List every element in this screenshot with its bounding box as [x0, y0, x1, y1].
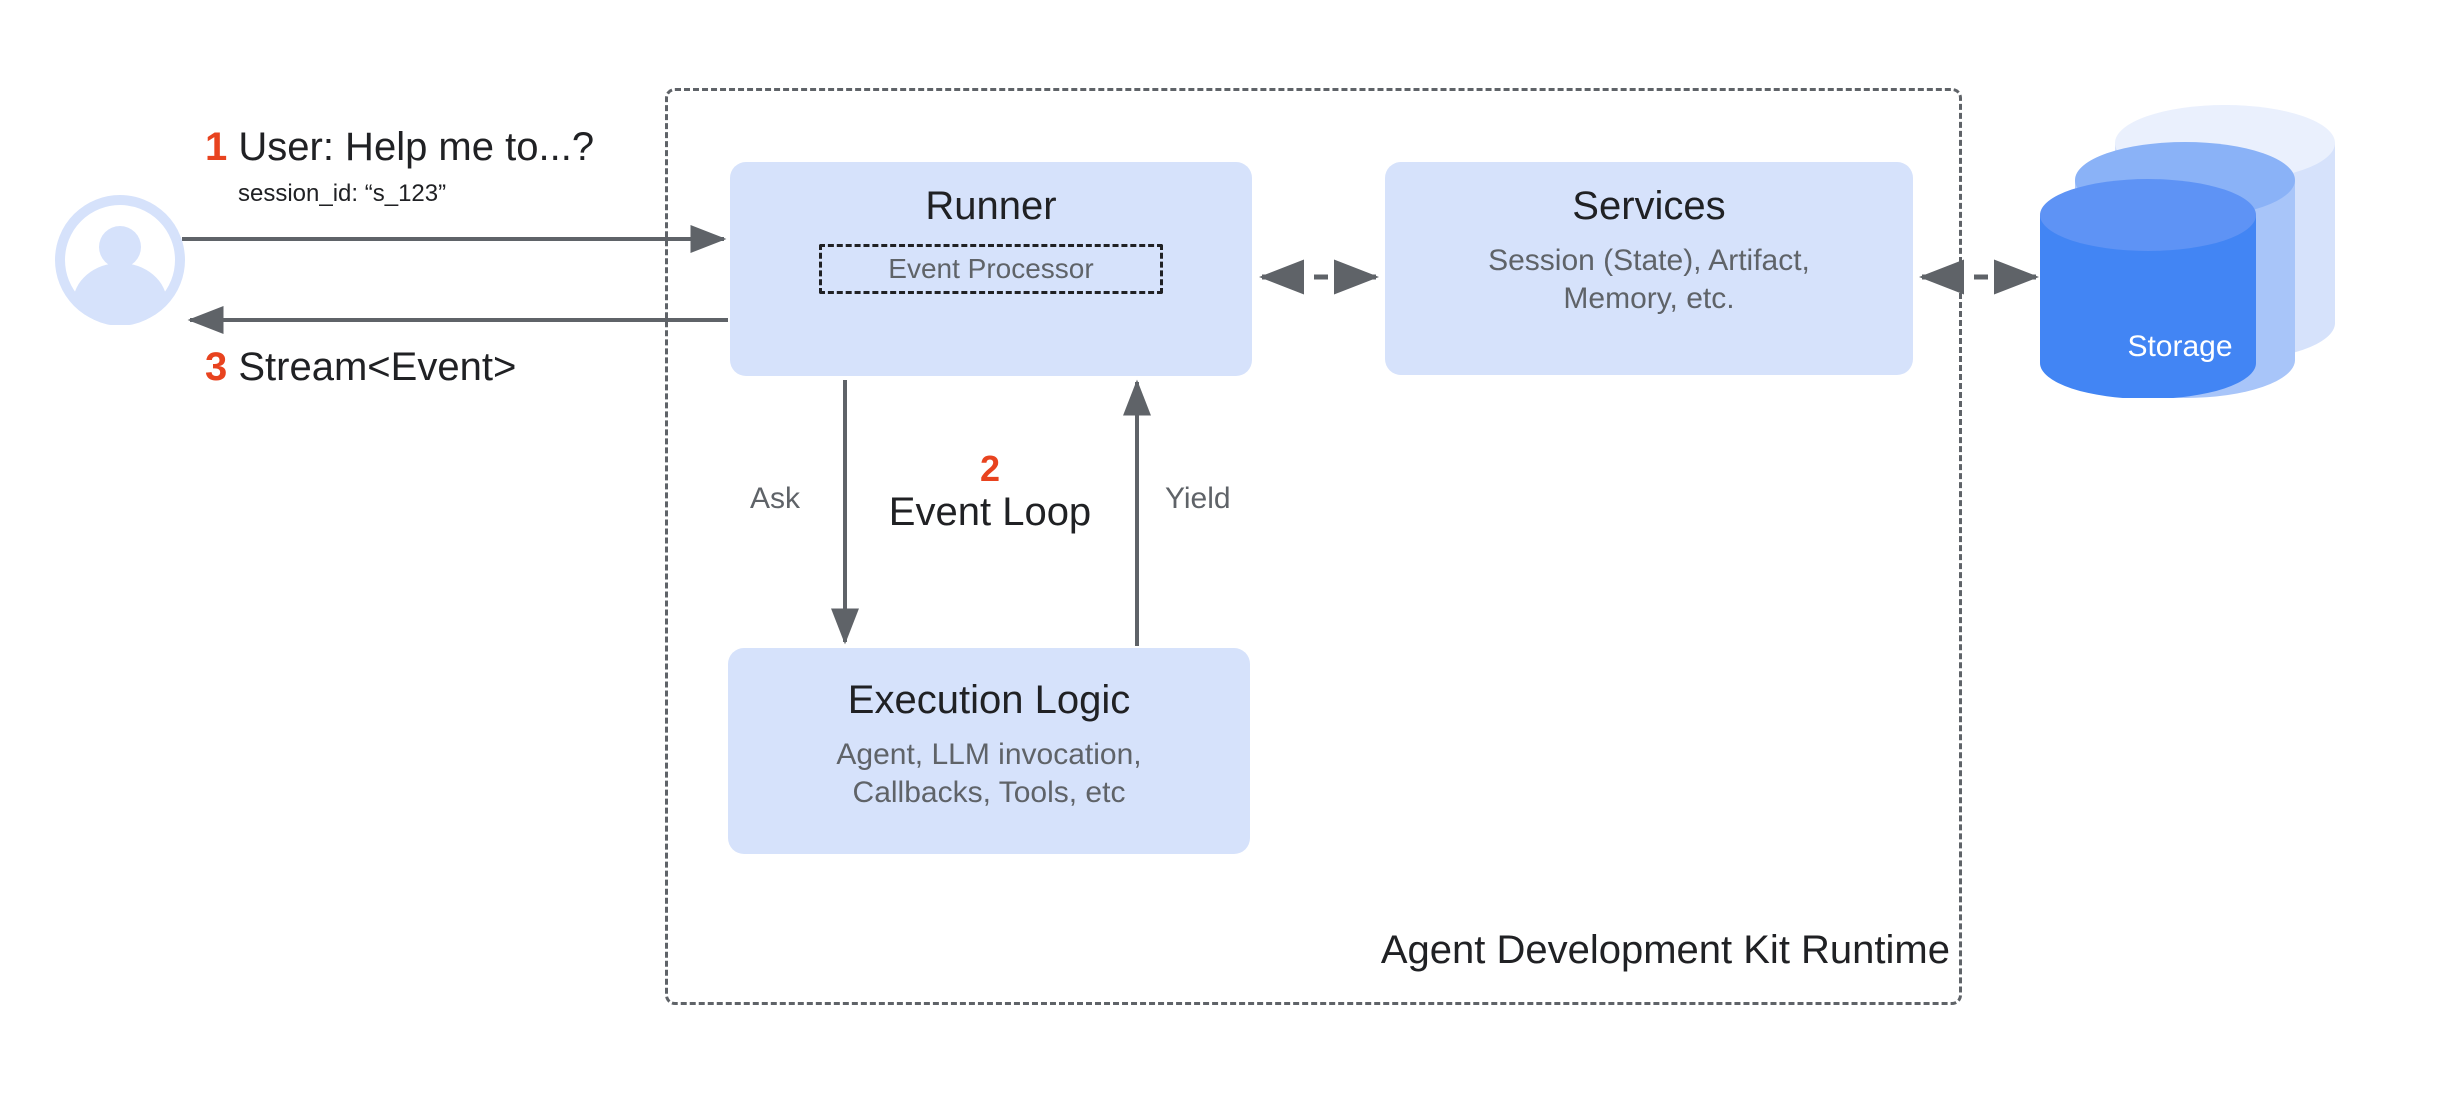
execution-logic-subtitle-line-1: Agent, LLM invocation,: [836, 738, 1142, 771]
node-execution-logic[interactable]: Execution Logic Agent, LLM invocation, C…: [728, 648, 1250, 854]
execution-logic-subtitle: Agent, LLM invocation, Callbacks, Tools,…: [836, 736, 1141, 813]
step-1-number: 1: [205, 125, 228, 169]
services-subtitle: Session (State), Artifact, Memory, etc.: [1488, 242, 1810, 319]
step-3-label: 3 Stream<Event>: [205, 345, 516, 390]
step-3-text: Stream<Event>: [238, 345, 517, 389]
services-subtitle-line-1: Session (State), Artifact,: [1488, 244, 1810, 277]
execution-logic-subtitle-line-2: Callbacks, Tools, etc: [852, 776, 1126, 810]
storage-database-icon[interactable]: [2030, 98, 2420, 398]
execution-logic-title: Execution Logic: [847, 678, 1131, 722]
runtime-boundary: [665, 88, 1962, 1005]
step-1-label: 1 User: Help me to...?: [205, 125, 594, 170]
services-title: Services: [1572, 184, 1726, 228]
step-2-number: 2: [979, 448, 1001, 489]
session-id-label: session_id: “s_123”: [238, 180, 447, 207]
user-avatar-icon: [55, 195, 185, 325]
node-services[interactable]: Services Session (State), Artifact, Memo…: [1385, 162, 1913, 375]
event-loop-label-group: 2 Event Loop: [855, 448, 1125, 535]
step-3-number: 3: [205, 345, 228, 389]
node-runner[interactable]: Runner Event Processor: [730, 162, 1252, 376]
event-processor-box[interactable]: Event Processor: [819, 244, 1163, 294]
edge-label-yield: Yield: [1165, 482, 1231, 515]
step-2-text: Event Loop: [888, 490, 1092, 535]
step-1-text: User: Help me to...?: [238, 125, 595, 169]
runtime-boundary-label: Agent Development Kit Runtime: [1380, 928, 1950, 972]
services-subtitle-line-2: Memory, etc.: [1563, 282, 1735, 316]
storage-cylinder-front: [2040, 179, 2256, 398]
edge-label-ask: Ask: [750, 482, 801, 515]
runner-title: Runner: [925, 184, 1057, 228]
